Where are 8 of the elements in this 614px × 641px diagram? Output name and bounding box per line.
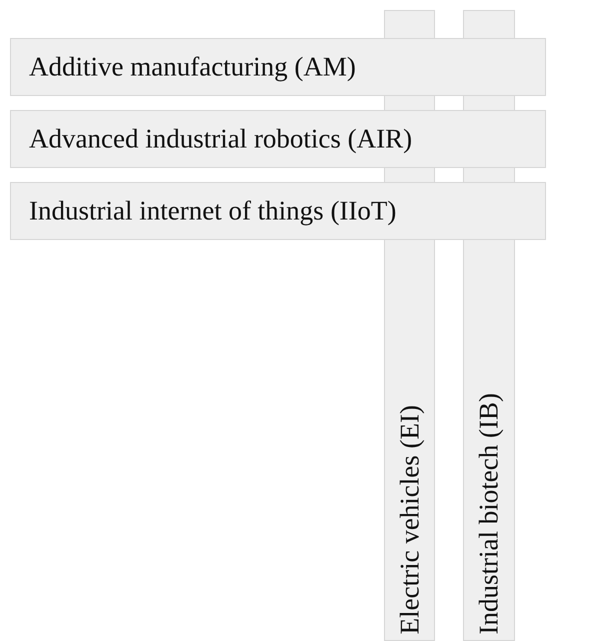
horizontal-band	[10, 38, 546, 96]
horizontal-band	[10, 110, 546, 168]
horizontal-band	[10, 182, 546, 240]
band-label: Advanced industrial robotics (AIR)	[29, 124, 412, 154]
band-label: Industrial biotech (IB)	[474, 392, 504, 634]
band-label: Additive manufacturing (AM)	[29, 52, 356, 82]
band-label: Electric vehicles (EI)	[394, 404, 425, 634]
band-label: Industrial internet of things (IIoT)	[29, 196, 396, 226]
